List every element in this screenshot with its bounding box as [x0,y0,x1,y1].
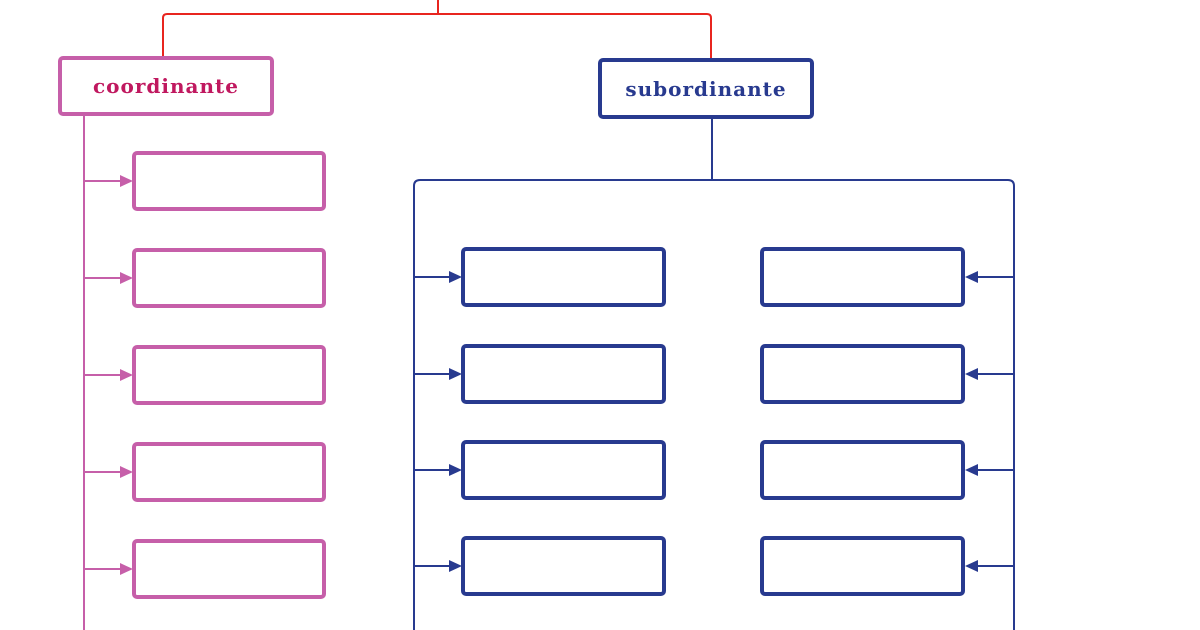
subordinate-container-line [413,179,1015,630]
arrow-right-icon [449,464,462,476]
coordinate-label: coordinante [93,74,239,98]
subordinate-left-empty-box [461,247,666,307]
arrow-right-icon [449,271,462,283]
arrow-right-icon [120,466,133,478]
subordinate-right-empty-box [760,536,965,596]
root-connector-line [162,0,712,60]
arrow-left-icon [965,464,978,476]
arrow-right-icon [120,272,133,284]
subordinate-label: subordinante [625,76,787,101]
arrow-left-icon [965,560,978,572]
arrow-right-icon [449,368,462,380]
coordinate-box [58,56,274,116]
arrow-left-icon [965,368,978,380]
subordinate-box [598,58,814,119]
arrow-left-icon [965,271,978,283]
coordinate-empty-box [132,151,326,211]
subordinate-right-empty-box [760,247,965,307]
subordinate-left-empty-box [461,536,666,596]
subordinate-left-empty-box [461,344,666,404]
arrow-right-icon [120,175,133,187]
coordinate-empty-box [132,539,326,599]
coordinate-empty-box [132,248,326,308]
arrow-right-icon [120,563,133,575]
subordinate-left-empty-box [461,440,666,500]
arrow-right-icon [449,560,462,572]
arrow-right-icon [120,369,133,381]
subordinate-right-empty-box [760,344,965,404]
subordinate-right-empty-box [760,440,965,500]
coordinate-empty-box [132,345,326,405]
coordinate-empty-box [132,442,326,502]
